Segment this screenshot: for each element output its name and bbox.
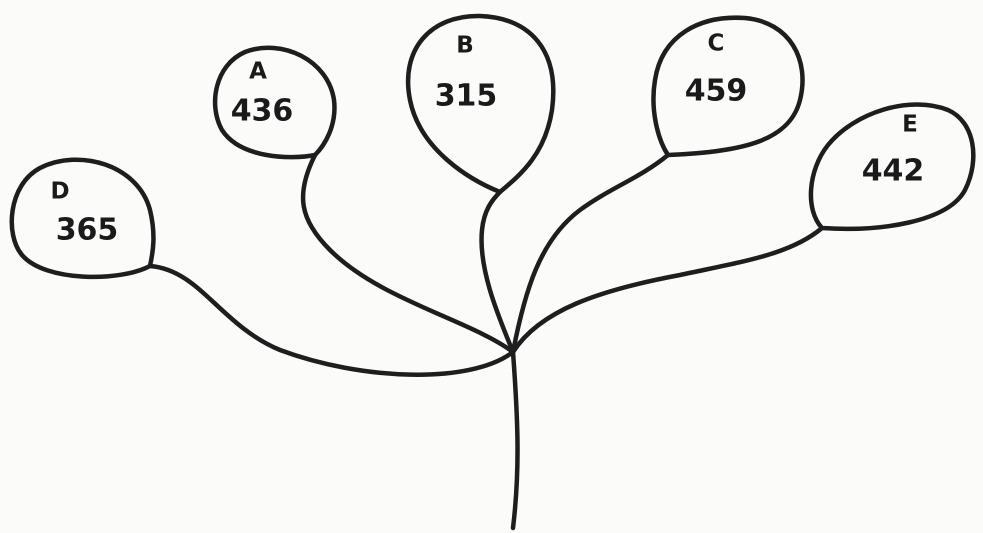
node-c-label: C <box>708 31 725 57</box>
node-c-value: 459 <box>685 74 748 109</box>
node-b-label: B <box>456 33 474 59</box>
node-a-value: 436 <box>231 94 294 129</box>
branch-e <box>513 228 822 352</box>
node-c: C 459 <box>653 18 802 155</box>
node-b: B 315 <box>408 16 553 192</box>
branch-d <box>150 266 513 375</box>
node-d-value: 365 <box>56 213 119 248</box>
node-e-label: E <box>902 112 918 138</box>
node-d: D 365 <box>12 160 154 277</box>
node-a: A 436 <box>215 48 334 157</box>
node-e-value: 442 <box>862 154 925 189</box>
branch-c <box>513 155 668 352</box>
node-b-value: 315 <box>435 79 498 114</box>
node-d-label: D <box>50 179 69 205</box>
trunk-line <box>513 352 518 528</box>
node-e: E 442 <box>811 105 973 229</box>
branch-b <box>482 192 513 352</box>
node-a-label: A <box>249 59 267 85</box>
